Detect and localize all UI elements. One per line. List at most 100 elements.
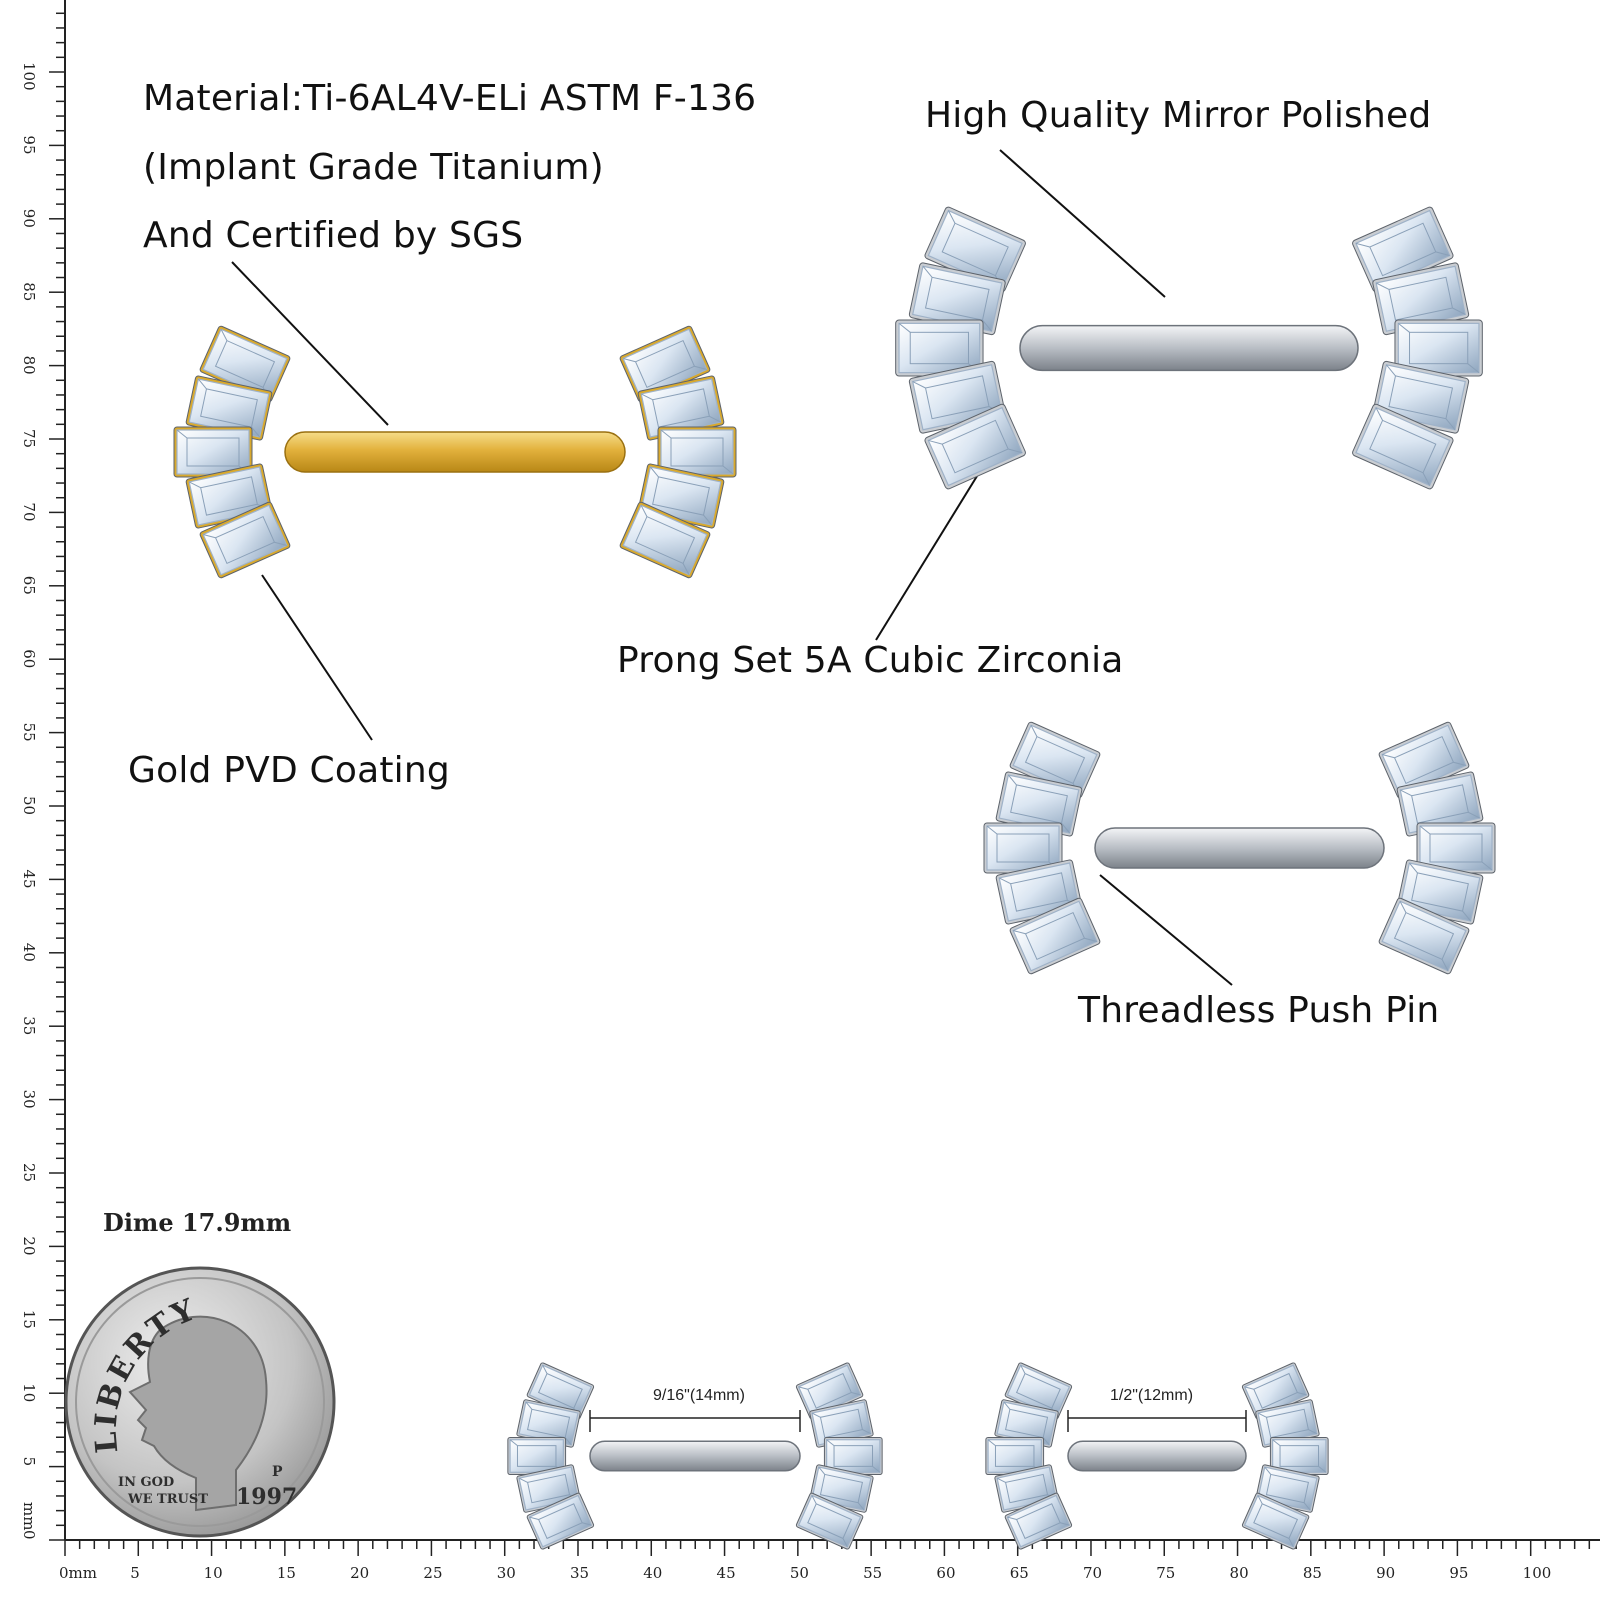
- cubic-zirconia-stone: [637, 375, 725, 441]
- cubic-zirconia-stone: [983, 822, 1063, 874]
- vertical-ruler: 0510152025303540455055606570758085909510…: [20, 0, 66, 1541]
- cubic-zirconia-stone: [795, 1492, 864, 1550]
- ruler-y-label: 60: [20, 649, 38, 668]
- ruler-x-label: 95: [1449, 1564, 1468, 1582]
- dimension-line-14mm: [589, 1410, 801, 1432]
- ruler-y-label: 50: [20, 796, 38, 815]
- cubic-zirconia-stone: [823, 1437, 883, 1475]
- cubic-zirconia-stone: [1004, 1492, 1073, 1550]
- ruler-x-label: 100: [1523, 1564, 1552, 1582]
- cubic-zirconia-stone: [1416, 822, 1496, 874]
- ruler-x-label: 60: [936, 1564, 955, 1582]
- ruler-y-label: 75: [20, 429, 38, 448]
- cubic-zirconia-stone: [185, 375, 273, 441]
- barbell-bar: [284, 431, 626, 473]
- ruler-x-label: 90: [1376, 1564, 1395, 1582]
- ruler-x-label: 50: [790, 1564, 809, 1582]
- ruler-x-label: 5: [130, 1564, 140, 1582]
- ruler-y-label: 90: [20, 209, 38, 228]
- leader-line-mirror: [999, 149, 1166, 298]
- ruler-x-label: 80: [1230, 1564, 1249, 1582]
- silver-barbell: [895, 206, 1483, 490]
- size-label-12mm: 1/2"(12mm): [1110, 1387, 1194, 1404]
- cubic-zirconia-stone: [1004, 1362, 1073, 1420]
- ruler-y-label: 55: [20, 723, 38, 742]
- ruler-x-label: 40: [643, 1564, 662, 1582]
- cubic-zirconia-stone: [507, 1437, 567, 1475]
- material-label-line2: (Implant Grade Titanium): [143, 147, 604, 188]
- silver-barbell-small: [983, 721, 1496, 975]
- ruler-x-label: 0mm: [59, 1564, 97, 1582]
- ruler-x-label: 65: [1010, 1564, 1029, 1582]
- leader-line-threadless: [1099, 874, 1233, 986]
- ruler-unit-label: mm: [20, 1502, 38, 1530]
- barbell-bar: [1019, 324, 1359, 372]
- ruler-x-label: 10: [204, 1564, 223, 1582]
- ruler-x-label: 20: [350, 1564, 369, 1582]
- threadless-label: Threadless Push Pin: [1078, 990, 1440, 1031]
- cubic-zirconia-stone: [809, 1399, 874, 1448]
- ruler-x-label: 45: [717, 1564, 736, 1582]
- ruler-y-label: 25: [20, 1163, 38, 1182]
- material-label-line3: And Certified by SGS: [143, 215, 524, 256]
- barbell-bar: [1094, 827, 1385, 869]
- leader-line-prong: [875, 454, 991, 641]
- leader-line-gold-pvd: [261, 574, 373, 741]
- ruler-y-label: 100: [20, 62, 38, 91]
- gold-pvd-label: Gold PVD Coating: [128, 750, 450, 791]
- ruler-x-label: 25: [423, 1564, 442, 1582]
- dime-coin: LIBERTY IN GOD WE TRUST 1997 P: [64, 1266, 336, 1538]
- cubic-zirconia-stone: [199, 501, 291, 579]
- ruler-y-label: 10: [20, 1383, 38, 1402]
- mirror-polished-label: High Quality Mirror Polished: [925, 95, 1432, 136]
- cubic-zirconia-stone: [1241, 1492, 1310, 1550]
- cubic-zirconia-stone: [1396, 771, 1484, 837]
- cubic-zirconia-stone: [985, 1437, 1045, 1475]
- coin-motto-line1: IN GOD: [118, 1475, 174, 1490]
- ruler-y-label: 30: [20, 1090, 38, 1109]
- cubic-zirconia-stone: [1009, 897, 1101, 975]
- prong-set-label: Prong Set 5A Cubic Zirconia: [617, 640, 1124, 681]
- ruler-y-label: 5: [20, 1457, 38, 1467]
- coin-portrait: [128, 1315, 268, 1512]
- ruler-y-label: 20: [20, 1236, 38, 1255]
- dimension-line-12mm: [1067, 1410, 1247, 1432]
- barbell-bar: [589, 1440, 801, 1472]
- ruler-x-label: 55: [863, 1564, 882, 1582]
- cubic-zirconia-stone: [924, 403, 1026, 490]
- ruler-y-label: 95: [20, 135, 38, 154]
- barbell-12mm: [985, 1362, 1329, 1550]
- coin-motto-line2: WE TRUST: [127, 1492, 208, 1507]
- cubic-zirconia-stone: [1378, 897, 1470, 975]
- ruler-x-label: 70: [1083, 1564, 1102, 1582]
- gold-barbell: [173, 325, 737, 579]
- cubic-zirconia-stone: [1394, 319, 1483, 377]
- ruler-y-label: 40: [20, 943, 38, 962]
- leader-lines: [231, 149, 1233, 986]
- coin-year: 1997: [236, 1484, 297, 1510]
- ruler-y-label: 15: [20, 1310, 38, 1329]
- size-label-14mm: 9/16"(14mm): [653, 1387, 745, 1404]
- cubic-zirconia-stone: [516, 1399, 581, 1448]
- ruler-y-label: 85: [20, 282, 38, 301]
- cubic-zirconia-stone: [994, 1399, 1059, 1448]
- leader-line-material: [231, 261, 389, 426]
- ruler-y-label: 70: [20, 502, 38, 521]
- ruler-y-label: 35: [20, 1016, 38, 1035]
- cubic-zirconia-stone: [657, 426, 737, 478]
- ruler-x-label: 15: [277, 1564, 296, 1582]
- dime-size-label: Dime 17.9mm: [103, 1208, 292, 1237]
- ruler-y-label: 45: [20, 869, 38, 888]
- coin-mint-mark: P: [272, 1464, 283, 1480]
- ruler-x-label: 85: [1303, 1564, 1322, 1582]
- cubic-zirconia-stone: [526, 1492, 595, 1550]
- cubic-zirconia-stone: [1352, 206, 1454, 293]
- cubic-zirconia-stone: [1372, 262, 1470, 336]
- cubic-zirconia-stone: [995, 771, 1083, 837]
- cubic-zirconia-stone: [895, 319, 984, 377]
- cubic-zirconia-stone: [1255, 1399, 1320, 1448]
- cubic-zirconia-stone: [1269, 1437, 1329, 1475]
